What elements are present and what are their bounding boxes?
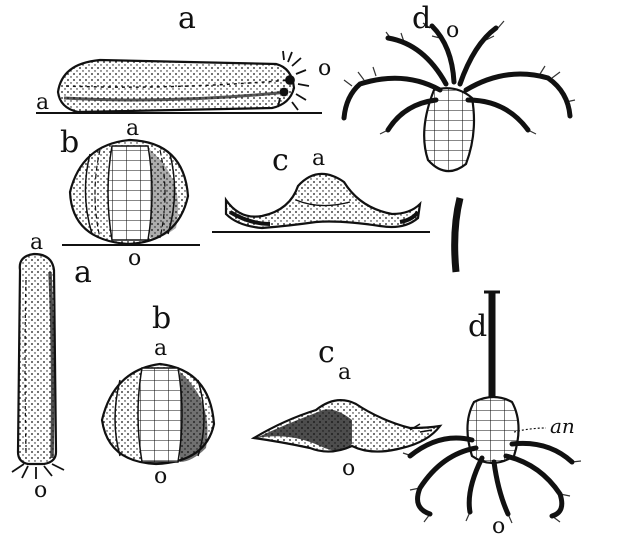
upper-b-top-label: a [126, 118, 139, 140]
upper-a-oral-label: a [36, 92, 49, 114]
upper-d-label: d [412, 4, 431, 34]
lower-d-label: d [468, 312, 487, 342]
lower-c-mouth-label: o [342, 458, 355, 480]
lower-sea-urchin [102, 364, 214, 464]
lower-d-mouth-label: o [492, 516, 505, 538]
upper-d-mouth-label: o [446, 20, 459, 42]
upper-b-label: b [60, 128, 79, 158]
lower-a-mouth-label: o [34, 480, 47, 502]
upper-c-top-label: a [312, 148, 325, 170]
upper-c-body [226, 174, 420, 228]
upper-a-mouth-label: o [318, 58, 331, 80]
lower-a-label: a [74, 258, 92, 288]
upper-c-label: c [272, 146, 289, 176]
upper-crinoid [344, 21, 575, 272]
upper-d-stalk [455, 198, 460, 272]
lower-d-anus-label: an [550, 416, 575, 436]
lower-starfish [254, 400, 440, 451]
lower-crinoid [403, 292, 581, 523]
lower-a-tentacles [12, 464, 64, 479]
upper-starfish [212, 174, 430, 232]
lower-b-mouth-label: o [154, 466, 167, 488]
lower-sea-cucumber [12, 254, 64, 479]
upper-sea-urchin [62, 140, 200, 245]
upper-sea-cucumber [36, 51, 322, 113]
lower-a-top-label: a [30, 232, 43, 254]
upper-b-mouth-label: o [128, 248, 141, 270]
upper-a-label: a [178, 4, 196, 34]
lower-c-label: c [318, 338, 335, 368]
upper-a-body [58, 60, 294, 112]
lower-b-top-label: a [154, 338, 167, 360]
lower-b-label: b [152, 304, 171, 334]
lower-d-calyx [467, 397, 518, 463]
lower-c-top-label: a [338, 362, 351, 384]
